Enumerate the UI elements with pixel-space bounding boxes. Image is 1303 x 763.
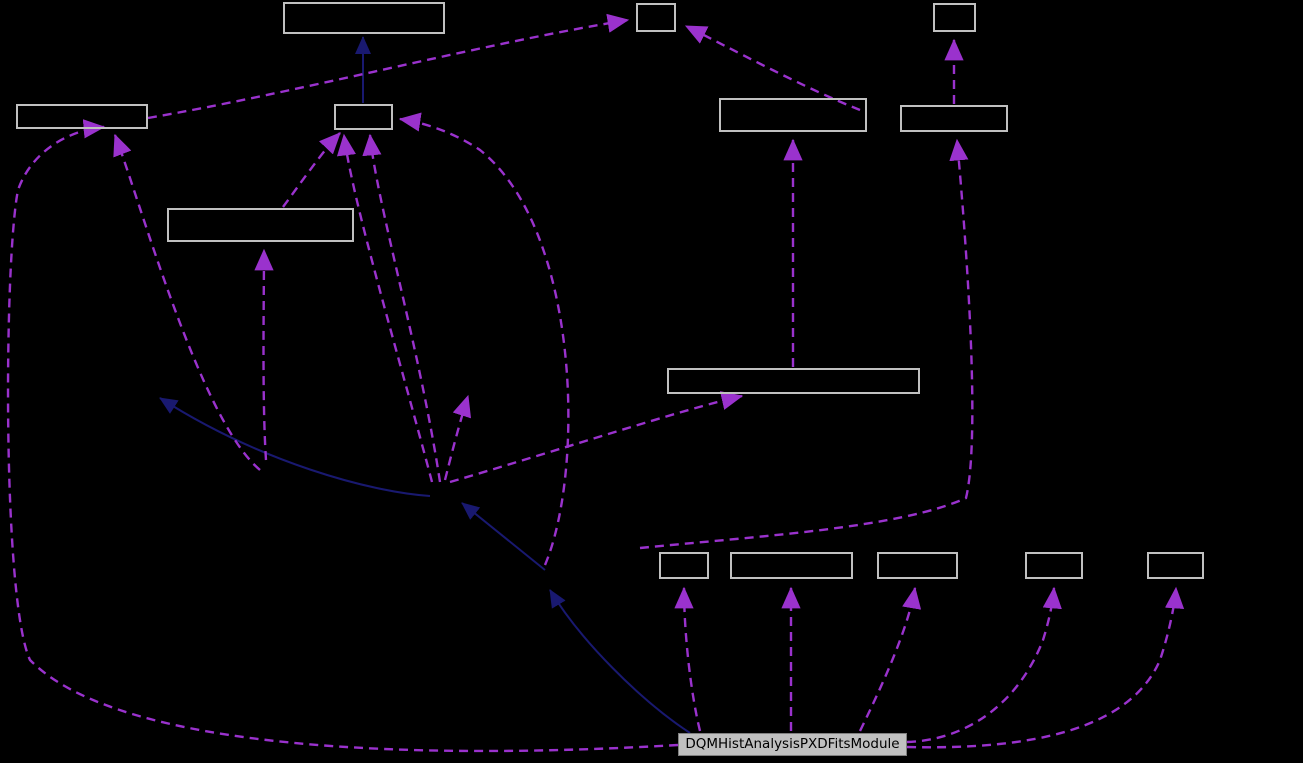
node-label: DQMHistAnalysisPXDFitsModule: [685, 735, 900, 752]
edge-use-hub-n8: [449, 391, 744, 484]
node-dqmhistanalysispxdfitsmodule[interactable]: DQMHistAnalysisPXDFitsModule: [678, 733, 907, 756]
edge-use-hub-n3: [113, 133, 261, 471]
edge-use-n14-n9: [674, 586, 702, 732]
edge-use-n14-leftloop: [6, 119, 679, 753]
node-n3[interactable]: [16, 104, 148, 129]
edge-use-hub-n4b: [362, 133, 442, 483]
edge-use-hub-n4a: [336, 133, 434, 483]
edge-inherit-n14-hub: [549, 589, 691, 734]
edge-use-n14-n12: [906, 586, 1062, 744]
node-n4[interactable]: [334, 104, 393, 130]
node-n9[interactable]: [659, 552, 709, 579]
edge-use-n14-n13: [906, 586, 1185, 749]
edge-use-n14-n6: [639, 138, 974, 550]
node-n5[interactable]: [719, 98, 867, 132]
inheritance-edges: [159, 36, 691, 734]
edge-use-hub-n4c: [443, 394, 472, 481]
node-n13[interactable]: [1147, 552, 1204, 579]
edge-use-n14-n11: [858, 586, 922, 732]
edge-use-hub-n7: [254, 248, 274, 461]
usage-edges: [6, 13, 1185, 753]
node-n8[interactable]: [667, 368, 920, 394]
node-n0[interactable]: [283, 2, 445, 34]
edge-inherit-hub-mid: [461, 502, 546, 571]
edge-use-n5-n1: [684, 24, 861, 112]
node-n6[interactable]: [900, 105, 1008, 132]
edge-inherit-hub-farleft: [159, 397, 431, 497]
node-n7[interactable]: [167, 208, 354, 242]
edge-use-n7-n4: [282, 132, 341, 208]
node-n1[interactable]: [636, 3, 676, 32]
node-n10[interactable]: [730, 552, 853, 579]
edge-use-hub-n4right: [398, 112, 570, 566]
edge-use-n3-n1: [147, 13, 630, 120]
node-n11[interactable]: [877, 552, 958, 579]
node-n2[interactable]: [933, 3, 976, 32]
node-n12[interactable]: [1025, 552, 1083, 579]
